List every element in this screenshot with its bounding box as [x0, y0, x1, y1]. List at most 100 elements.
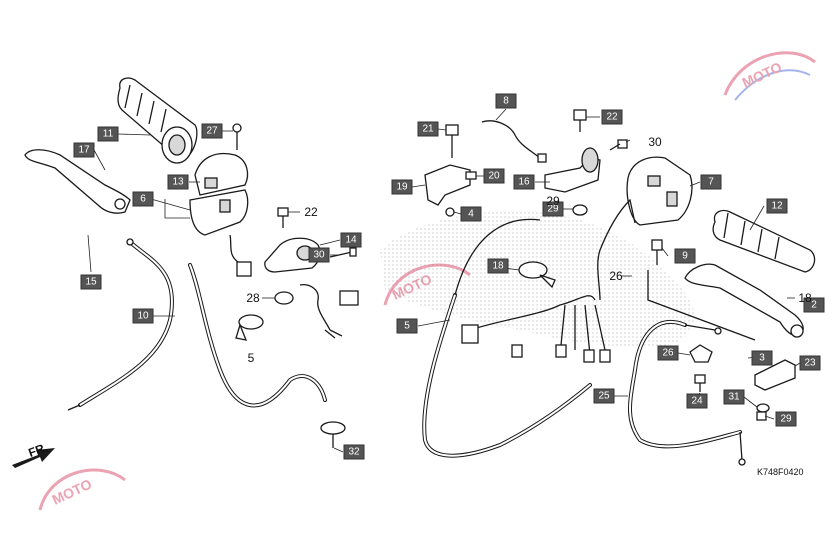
callout-23: 23	[799, 355, 821, 371]
clutch-cable	[67, 238, 174, 411]
bolt-21	[445, 124, 459, 158]
callout-label: 5	[404, 321, 410, 332]
drawing-code: K748F0420	[757, 467, 804, 477]
callout-27: 27	[201, 123, 223, 139]
callout-14: 14	[340, 232, 362, 248]
direction-label: FR.	[27, 440, 50, 460]
stipple-shading	[380, 211, 694, 348]
callout-label: 17	[78, 145, 90, 156]
callout-11: 11	[97, 126, 119, 142]
callout-label: 3	[759, 353, 765, 364]
watermark-logo-top: MOTO	[723, 51, 816, 101]
callout-label: 23	[804, 358, 816, 369]
bolt-26	[647, 239, 756, 341]
callout-6: 6	[132, 191, 154, 207]
screw-27	[232, 123, 242, 150]
callout-label: 6	[140, 194, 146, 205]
bolt-30-right	[609, 139, 628, 151]
callout-label: 11	[103, 129, 114, 140]
wire-harness	[422, 218, 611, 458]
callout-3: 3	[751, 350, 773, 366]
callout-28-plain: 28	[246, 291, 260, 305]
callout-2: 2	[803, 297, 825, 313]
callout-20: 20	[483, 168, 505, 184]
callout-16: 16	[513, 174, 535, 190]
collar-29-upper	[572, 204, 588, 216]
callout-label: 12	[771, 201, 783, 212]
front-direction-arrow: FR.	[12, 440, 55, 468]
callout-label: 25	[598, 391, 610, 402]
callout-label: 4	[468, 209, 474, 220]
callout-29: 29	[775, 411, 797, 427]
callout-12: 12	[766, 198, 788, 214]
clutch-lever	[24, 149, 131, 214]
callout-label: 22	[606, 112, 618, 123]
callout-label: 32	[348, 447, 360, 458]
callout-22: 22	[601, 109, 623, 125]
callout-label: 10	[137, 311, 149, 322]
part-3	[689, 344, 713, 363]
callout-13: 13	[167, 174, 189, 190]
callout-17: 17	[73, 142, 95, 158]
sensor-wire	[481, 120, 547, 163]
callout-32: 32	[343, 444, 365, 460]
brake-cable	[628, 320, 746, 466]
bolt-22-right	[573, 109, 587, 132]
callout-label: 27	[206, 126, 218, 137]
callout-label: 9	[682, 251, 688, 262]
callout-29: 29	[542, 201, 564, 217]
callout-label: 29	[547, 204, 559, 215]
bolt-30-left	[329, 247, 357, 258]
callout-31: 31	[723, 389, 745, 405]
right-switch-housing	[597, 156, 693, 301]
watermark-logo-bottom: MOTO	[38, 468, 126, 511]
callout-24: 24	[686, 393, 708, 409]
callout-label: 26	[662, 348, 674, 359]
callout-22-plain: 22	[304, 205, 318, 219]
callout-label: 2	[811, 300, 817, 311]
callout-label: 7	[708, 177, 714, 188]
callout-8: 8	[495, 93, 517, 109]
callout-21: 21	[417, 121, 439, 137]
callout-18: 18	[487, 258, 509, 274]
callout-label: 8	[503, 96, 509, 107]
right-grip	[712, 209, 816, 273]
collar-29-lower	[756, 403, 770, 413]
callout-label: 30	[313, 250, 325, 261]
callout-5: 5	[396, 318, 418, 334]
holder-24	[754, 359, 796, 391]
throttle-cable	[188, 263, 346, 448]
callout-label: 18	[492, 261, 504, 272]
left-grip	[117, 77, 198, 164]
bolt-22	[277, 207, 289, 228]
brake-lever	[684, 263, 804, 338]
band-clamp-left	[235, 314, 264, 341]
callout-19: 19	[391, 179, 413, 195]
callout-label: 16	[518, 177, 530, 188]
callout-label: 29	[780, 414, 792, 425]
switch-bracket	[424, 164, 471, 217]
callout-15: 15	[80, 274, 102, 290]
callout-29-plain: 29	[546, 194, 560, 208]
callout-18-plain: 18	[798, 291, 812, 305]
band-clamp-right	[518, 261, 556, 289]
brake-switch-bracket	[544, 147, 601, 193]
callout-label: 20	[488, 171, 500, 182]
callout-26-plain: 26	[609, 269, 623, 283]
switch-28	[274, 284, 359, 339]
svg-text:MOTO: MOTO	[740, 59, 785, 91]
leader-lines	[87, 108, 801, 453]
callout-label: 13	[172, 177, 184, 188]
callouts-plain: 22 28 5 30 29 26 18	[246, 135, 812, 365]
callout-label: 14	[345, 235, 357, 246]
callout-25: 25	[593, 388, 615, 404]
callout-30: 30	[308, 247, 330, 263]
callout-30-plain: 30	[648, 135, 662, 149]
callout-5-plain: 5	[248, 351, 255, 365]
callout-label: 31	[728, 392, 740, 403]
callout-26: 26	[657, 345, 679, 361]
part-20	[465, 171, 477, 180]
